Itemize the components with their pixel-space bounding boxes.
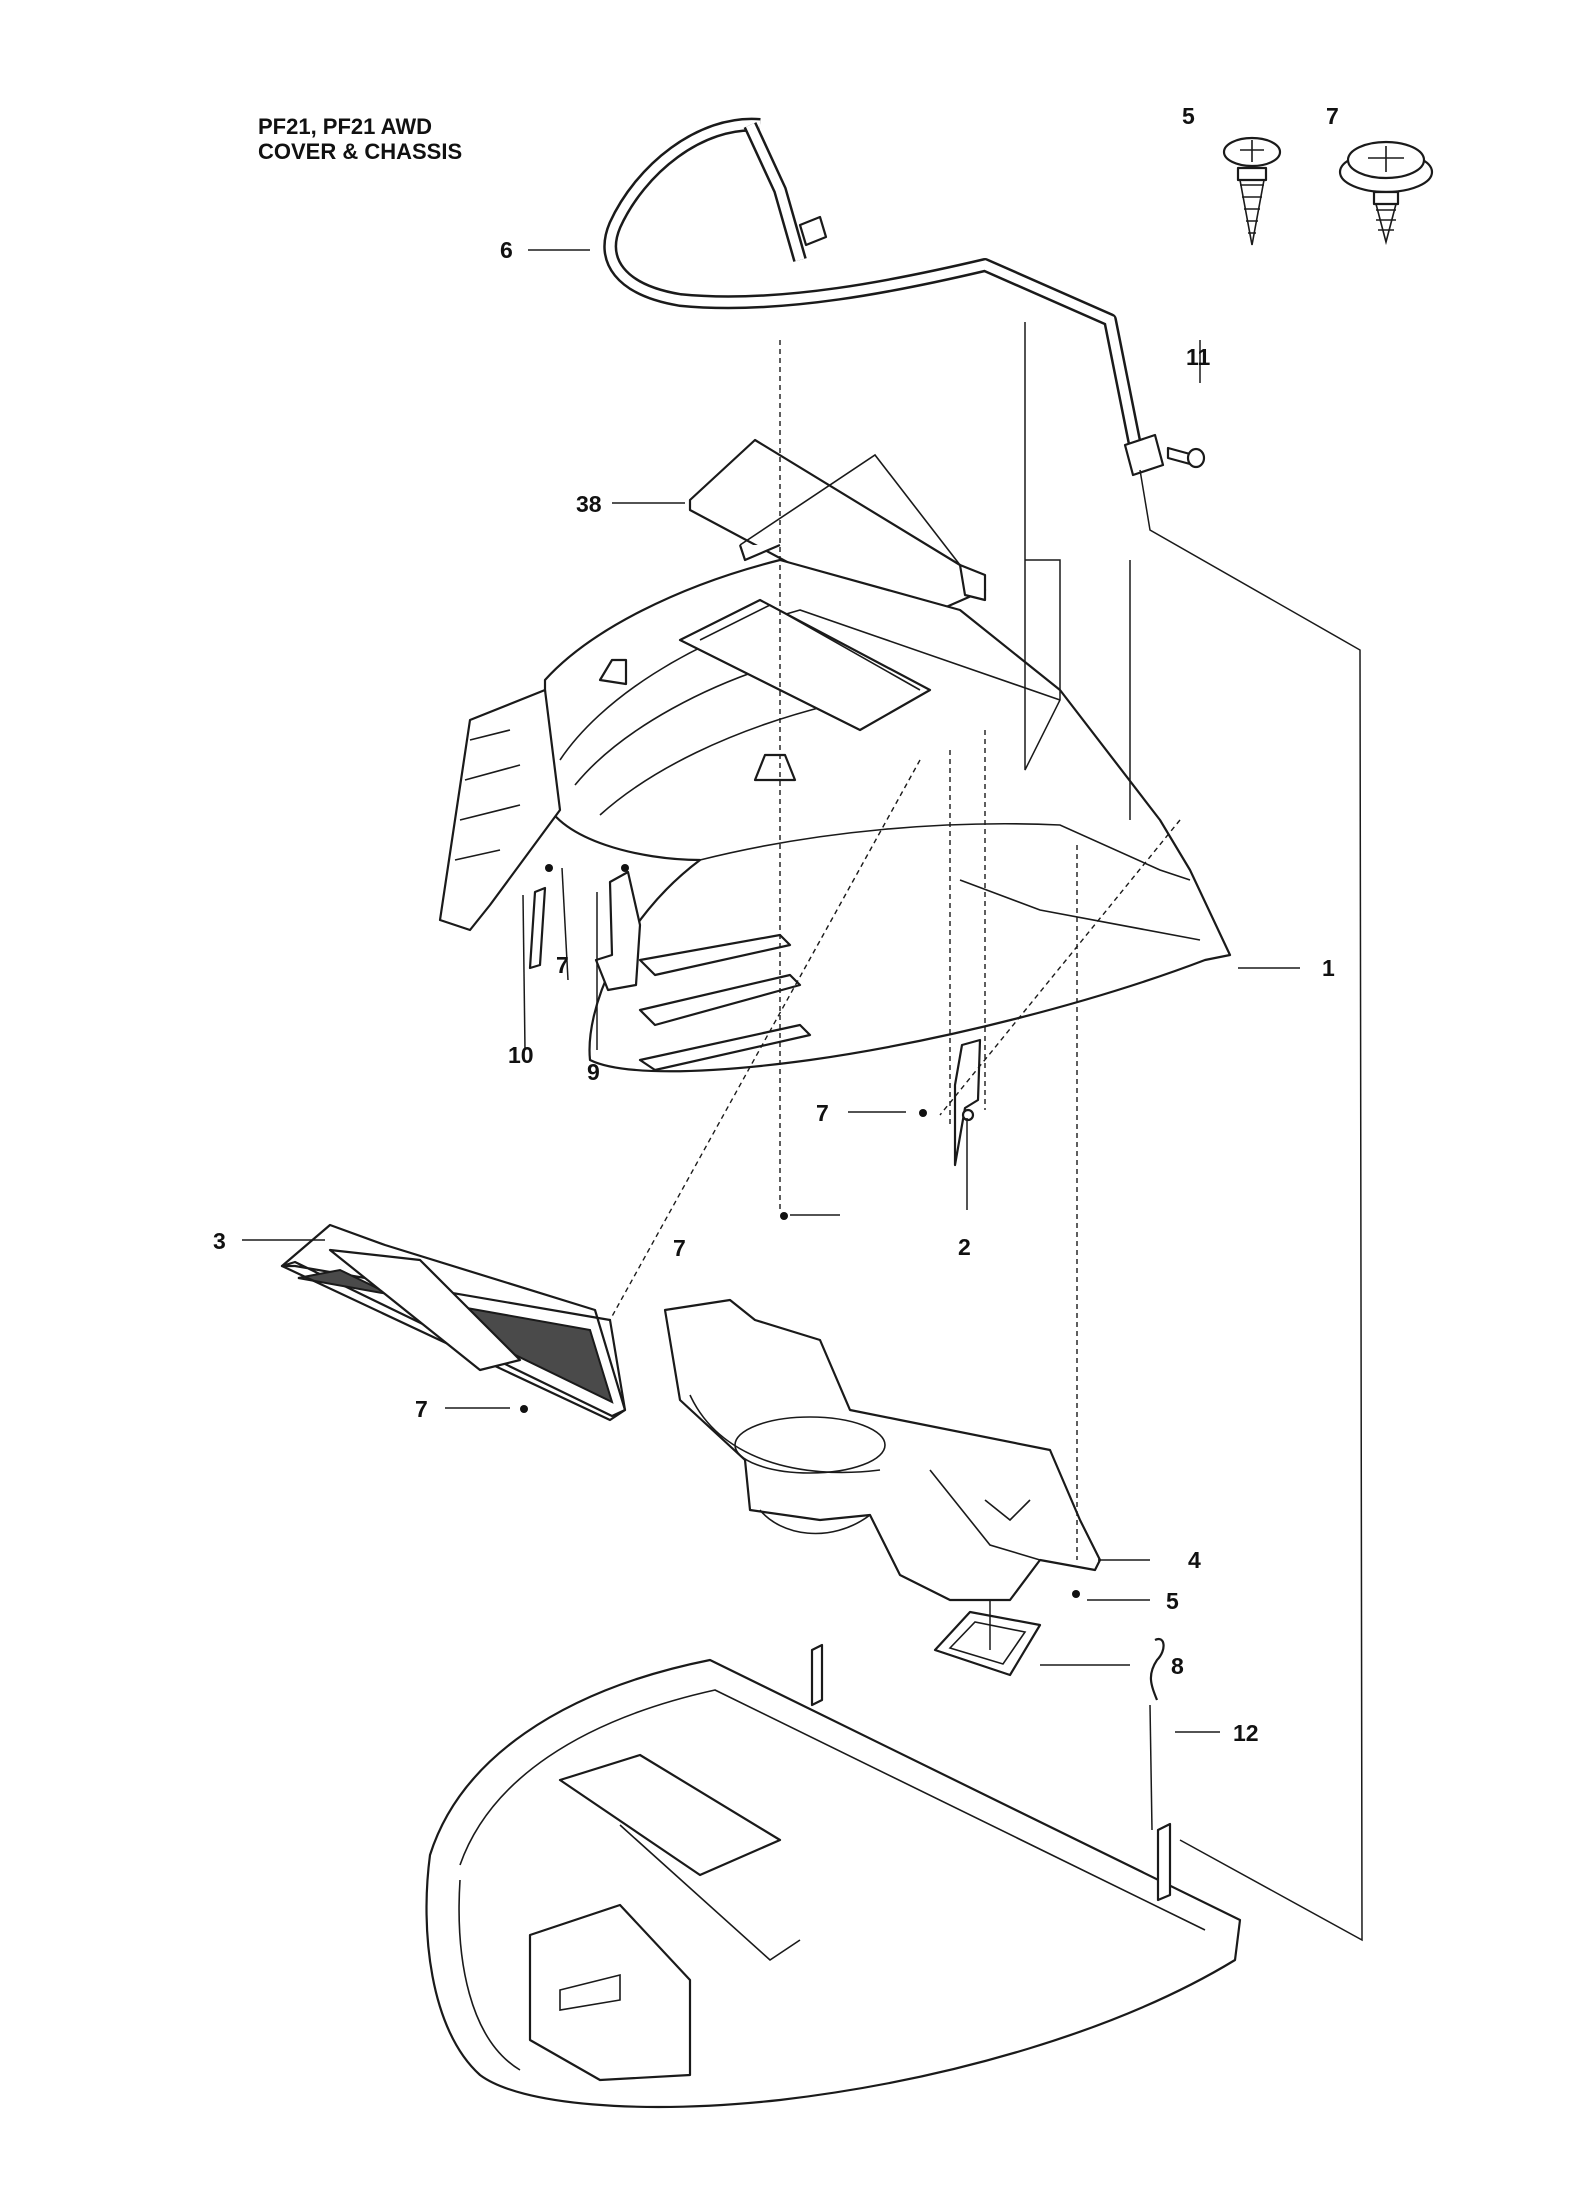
title-line-2: COVER & CHASSIS (258, 139, 463, 164)
clip-10-part (528, 886, 547, 970)
callout-11: 11 (1186, 344, 1211, 370)
alignment-centerlines (609, 340, 1181, 1831)
callout-10: 10 (508, 1042, 534, 1068)
bracket-9-part (594, 870, 642, 992)
callout-7b: 7 (556, 952, 569, 978)
callout-9: 9 (587, 1059, 600, 1085)
screw-5-icon (1222, 136, 1282, 246)
grille-part (280, 1223, 627, 1422)
callout-labels: 1 2 3 4 5 5 6 7 7 7 7 7 8 9 10 11 12 38 (213, 103, 1339, 1746)
cowling-part (663, 1298, 1102, 1602)
diagram-title: PF21, PF21 AWD COVER & CHASSIS (258, 114, 462, 164)
callout-2: 2 (958, 1234, 971, 1260)
callout-8: 8 (1171, 1653, 1184, 1679)
callout-7d: 7 (673, 1235, 686, 1261)
callout-3: 3 (213, 1228, 226, 1254)
callout-5a: 5 (1182, 103, 1195, 129)
title-line-1: PF21, PF21 AWD (258, 114, 433, 139)
roll-bar-part (603, 117, 1165, 477)
screw-7-icon (1338, 140, 1434, 246)
callout-7c: 7 (816, 1100, 829, 1126)
callout-12: 12 (1233, 1720, 1259, 1746)
callout-4: 4 (1188, 1547, 1201, 1573)
leader-lines (242, 249, 1363, 1942)
callout-7e: 7 (415, 1396, 428, 1422)
callout-7a: 7 (1326, 103, 1339, 129)
main-cover-part (438, 558, 1232, 1073)
callout-1: 1 (1322, 955, 1335, 981)
callout-5b: 5 (1166, 1588, 1179, 1614)
gasket-part (933, 1610, 1042, 1677)
seat-plate-part (688, 438, 987, 627)
bracket-2-part (953, 1038, 982, 1167)
callout-6: 6 (500, 237, 513, 263)
callout-38: 38 (576, 491, 602, 517)
chassis-frame-part (425, 1637, 1242, 2108)
pin-11-icon (1166, 446, 1206, 469)
